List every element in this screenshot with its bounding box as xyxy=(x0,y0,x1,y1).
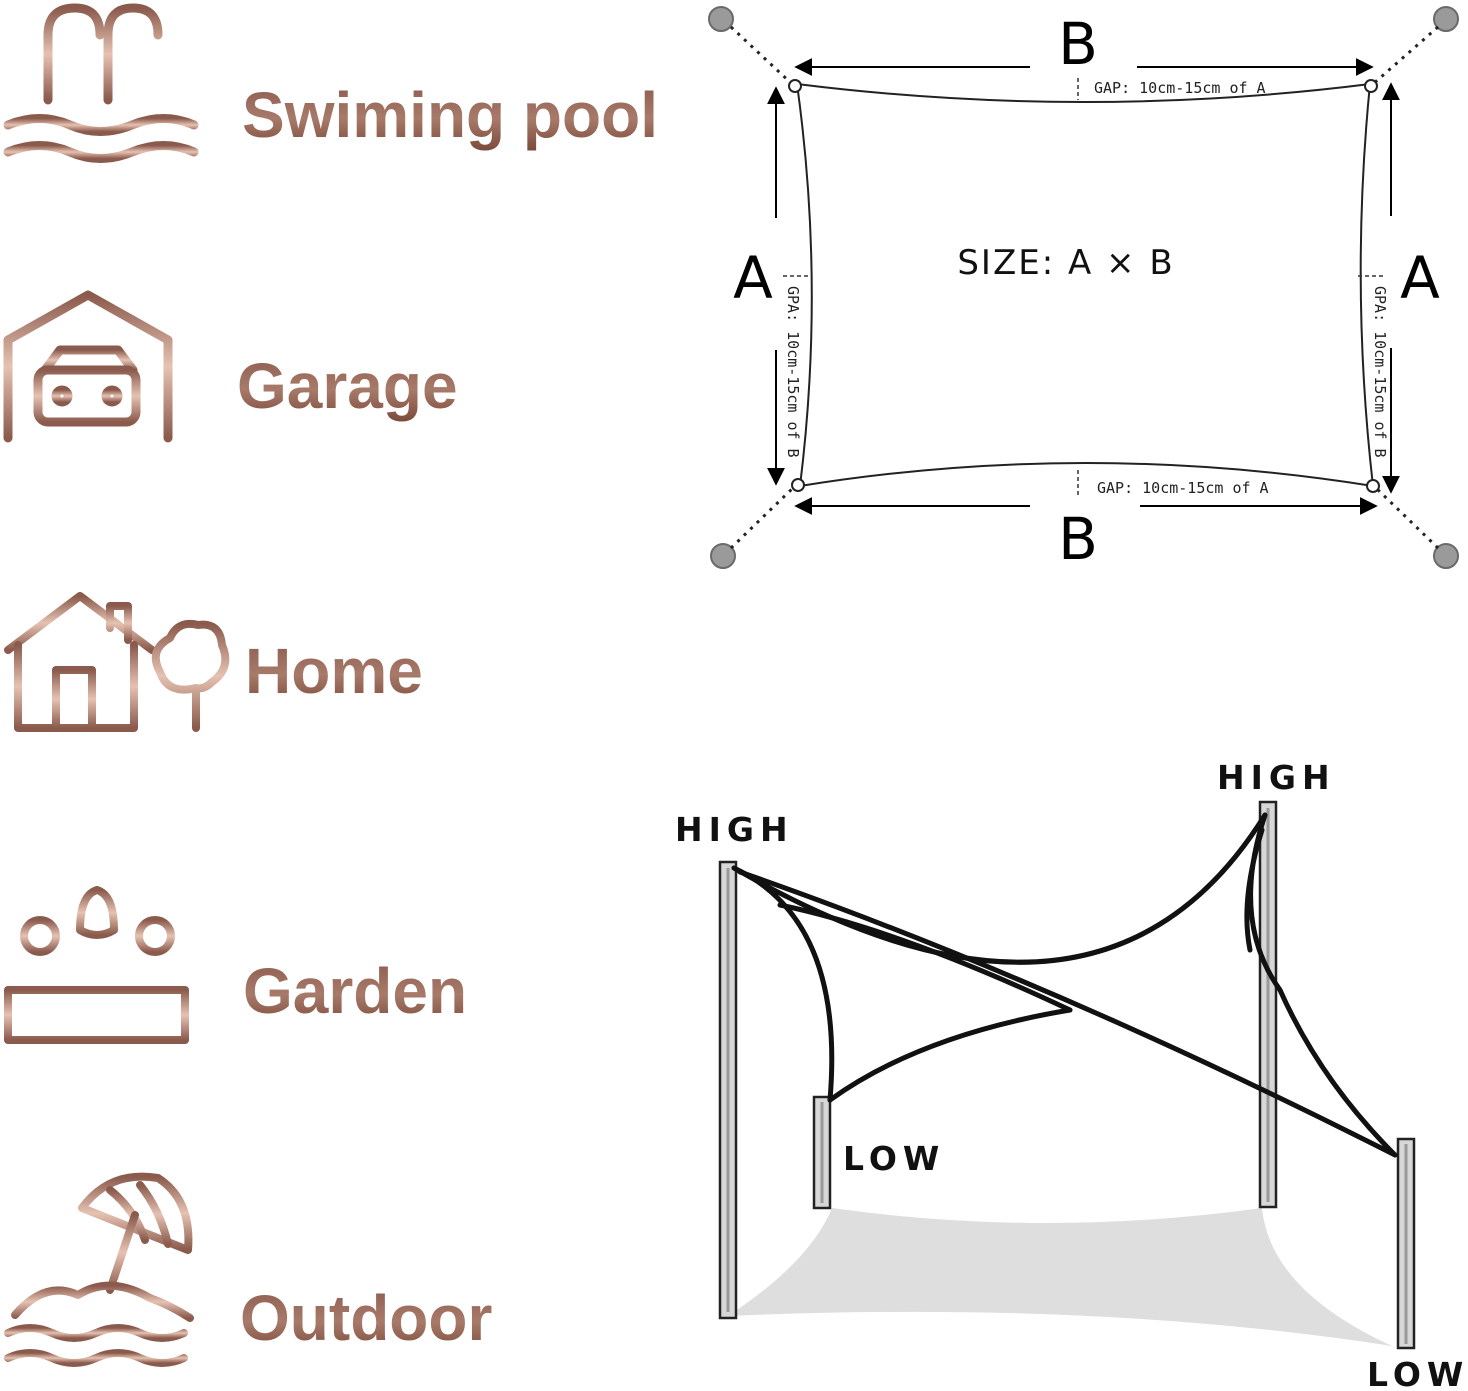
dimension-label-right: A xyxy=(1400,244,1440,312)
installation-diagram: HIGH HIGH LOW LOW xyxy=(675,758,1468,1391)
anchor-point-bottom-right xyxy=(1433,543,1459,569)
outdoor-icon xyxy=(4,1172,194,1367)
anchor-point-bottom-left xyxy=(710,543,736,569)
gap-note-top: GAP: 10cm-15cm of A xyxy=(1094,79,1266,97)
dimension-label-left: A xyxy=(733,244,773,312)
label-low-left: LOW xyxy=(843,1139,945,1178)
size-diagram: B B A A SIZE: A × B GAP: 10cm-15cm of A … xyxy=(708,6,1459,573)
swimming-pool-icon xyxy=(3,3,199,163)
gap-note-right: GPA: 10cm-15cm of B xyxy=(1371,286,1389,458)
label-high-right: HIGH xyxy=(1217,758,1336,797)
ground-shadow xyxy=(728,1208,1392,1346)
dimension-arrows xyxy=(767,58,1400,515)
category-label-swimming-pool: Swiming pool xyxy=(242,79,658,151)
category-label-garage: Garage xyxy=(237,350,458,422)
gap-markers xyxy=(783,78,1386,498)
post-highlights xyxy=(726,808,1408,1344)
garden-icon xyxy=(4,886,189,1044)
anchor-point-top-right xyxy=(1433,6,1459,32)
garage-icon xyxy=(3,290,173,443)
category-label-outdoor: Outdoor xyxy=(240,1282,492,1354)
tension-ropes xyxy=(729,25,1440,550)
category-label-home: Home xyxy=(245,635,423,707)
label-high-left: HIGH xyxy=(675,810,794,849)
home-icon xyxy=(4,592,230,732)
gap-note-bottom: GAP: 10cm-15cm of A xyxy=(1097,479,1269,497)
corner-rings xyxy=(788,79,1380,493)
anchor-point-top-left xyxy=(708,6,734,32)
category-label-garden: Garden xyxy=(243,955,467,1027)
dimension-label-bottom: B xyxy=(1058,505,1098,573)
size-formula: SIZE: A × B xyxy=(957,243,1174,283)
gap-note-left: GPA: 10cm-15cm of B xyxy=(784,286,802,458)
sail-outline xyxy=(795,82,1375,488)
sail-edges xyxy=(731,812,1398,1158)
label-low-right: LOW xyxy=(1367,1355,1468,1391)
dimension-label-top: B xyxy=(1058,10,1098,78)
